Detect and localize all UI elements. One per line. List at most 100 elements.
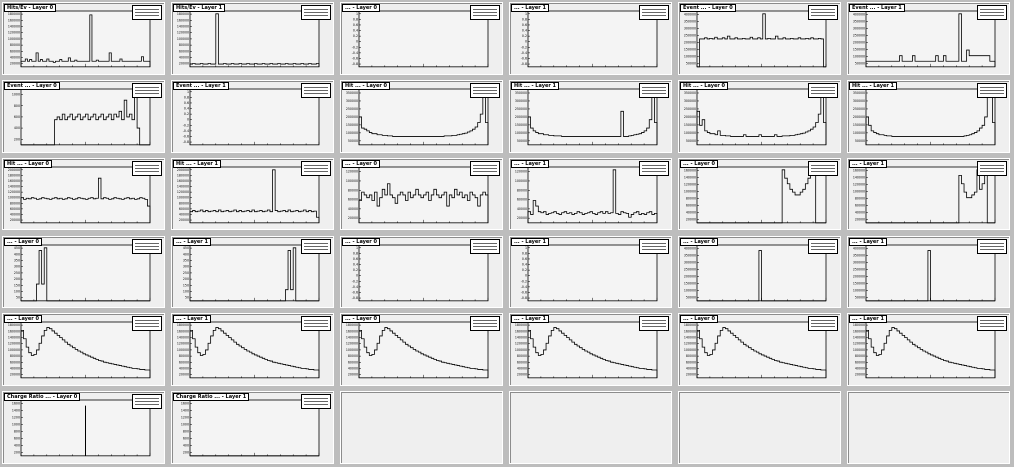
y-tick-label: 40000 — [855, 210, 865, 214]
y-tick-label: -0.8 — [183, 140, 189, 144]
y-tick-label: 250000 — [684, 107, 696, 111]
y-tick-label: 180000 — [853, 323, 865, 327]
y-tick-label: 40000 — [10, 212, 20, 216]
y-tick-label: 400000 — [853, 246, 865, 250]
y-tick-label: 140000 — [177, 184, 189, 188]
histogram-plot: 4000003500003000002500002000001500001000… — [684, 10, 827, 68]
y-tick-label: 20000 — [179, 62, 189, 66]
empty-pad — [340, 391, 503, 464]
stats-box — [977, 5, 1007, 20]
y-tick-label: 100000 — [853, 131, 865, 135]
y-tick-label: 300 — [14, 264, 20, 268]
y-tick-label: 60000 — [348, 361, 358, 365]
y-tick-label: 40000 — [517, 207, 527, 211]
y-tick-label: 200 — [14, 451, 20, 455]
y-tick-label: 1 — [356, 12, 358, 16]
y-tick-label: -0.2 — [183, 123, 189, 127]
y-tick-label: 400000 — [684, 12, 696, 16]
stats-box — [808, 238, 838, 254]
y-tick-label: 0.8 — [184, 95, 189, 99]
y-tick-label: 300000 — [853, 99, 865, 103]
histogram-plot: 10.80.60.40.20-0.2-0.4-0.6-0.8 — [352, 244, 489, 301]
y-tick-label: 250000 — [684, 33, 696, 37]
histogram-line — [697, 169, 826, 223]
histogram-plot: 2000001800001600001400001200001000008000… — [8, 166, 151, 223]
y-tick-label: 80000 — [517, 188, 527, 192]
y-tick-label: 120000 — [853, 342, 865, 346]
y-tick-label: 160000 — [8, 330, 20, 334]
histogram-plot: 10.80.60.40.20-0.2-0.4-0.6-0.8 — [521, 10, 658, 68]
y-tick-label: 160000 — [853, 330, 865, 334]
y-tick-label: 50 — [16, 295, 20, 299]
y-tick-label: 80000 — [348, 188, 358, 192]
histogram-title: ... - Layer 1 — [511, 237, 549, 246]
y-tick-label: 140000 — [346, 336, 358, 340]
y-tick-label: 0 — [525, 273, 527, 277]
y-tick-label: 100000 — [853, 348, 865, 352]
y-tick-label: 80000 — [517, 354, 527, 358]
y-tick-label: 100000 — [8, 348, 20, 352]
histogram-plot: 1800001600001400001200001000008000060000… — [8, 10, 151, 68]
y-tick-label: 80000 — [10, 354, 20, 358]
histogram-line — [865, 327, 996, 379]
y-tick-label: 20000 — [179, 373, 189, 377]
y-tick-label: 100 — [14, 289, 20, 293]
y-tick-label: 140000 — [8, 184, 20, 188]
y-tick-label: 150 — [14, 283, 20, 287]
y-tick-label: 150000 — [853, 47, 865, 51]
y-tick-label: 50000 — [855, 61, 865, 65]
y-tick-label: -0.6 — [352, 56, 358, 60]
histogram-line — [190, 246, 319, 301]
y-tick-label: 250000 — [346, 107, 358, 111]
y-tick-label: 1000 — [181, 423, 189, 427]
histogram-plot: 1600001400001200001000008000060000400002… — [853, 166, 996, 223]
y-tick-label: 120000 — [8, 342, 20, 346]
y-tick-label: 140000 — [177, 25, 189, 29]
y-tick-label: -0.4 — [352, 284, 358, 288]
stats-box — [808, 82, 838, 98]
y-tick-label: 180000 — [8, 12, 20, 16]
y-tick-label: 180000 — [177, 12, 189, 16]
y-tick-label: 160000 — [515, 330, 527, 334]
stats-box — [808, 316, 838, 332]
histogram-title: ... - Layer 0 — [342, 159, 380, 168]
y-tick-label: -0.4 — [183, 129, 189, 133]
y-tick-label: -0.8 — [521, 62, 527, 66]
histogram-title: ... - Layer 0 — [680, 237, 718, 246]
y-tick-label: 200 — [14, 137, 20, 141]
y-tick-label: 140000 — [853, 336, 865, 340]
histogram-title: ... - Layer 1 — [511, 159, 549, 168]
y-tick-label: 60000 — [686, 361, 696, 365]
y-tick-label: -0.2 — [521, 279, 527, 283]
y-tick-label: 60000 — [179, 49, 189, 53]
y-tick-label: 1400 — [12, 409, 20, 413]
stats-box — [301, 238, 331, 254]
y-tick-label: 250000 — [853, 33, 865, 37]
y-tick-label: -0.6 — [521, 56, 527, 60]
y-tick-label: 400 — [14, 126, 20, 130]
stats-box — [639, 160, 669, 176]
y-tick-label: 250000 — [684, 267, 696, 271]
y-tick-label: 60000 — [179, 207, 189, 211]
y-tick-label: 0 — [356, 40, 358, 44]
y-tick-label: 160000 — [177, 18, 189, 22]
y-tick-label: 120000 — [346, 342, 358, 346]
y-tick-label: 50000 — [686, 139, 696, 143]
y-tick-label: 0.6 — [522, 23, 527, 27]
y-tick-label: 200 — [183, 451, 189, 455]
histogram-line — [358, 327, 489, 379]
plot-frame — [20, 10, 151, 68]
y-tick-label: 0.8 — [522, 251, 527, 255]
y-tick-label: 40000 — [348, 367, 358, 371]
histogram-title: Hits/Ev - Layer 1 — [173, 4, 226, 12]
y-tick-label: 200000 — [853, 115, 865, 119]
y-tick-label: -0.4 — [521, 284, 527, 288]
y-tick-label: 350000 — [853, 91, 865, 95]
y-tick-label: 140000 — [515, 336, 527, 340]
y-tick-label: 160000 — [177, 179, 189, 183]
